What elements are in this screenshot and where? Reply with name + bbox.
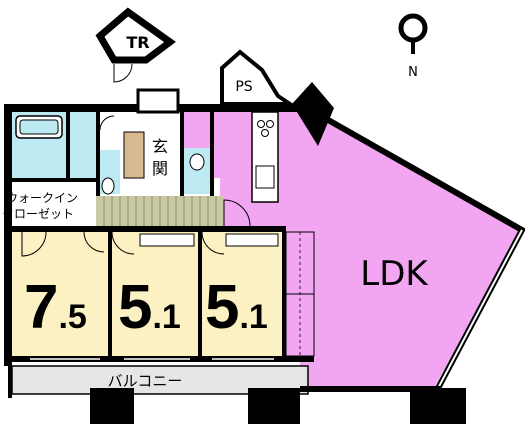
bedroom-1-door	[21, 231, 47, 257]
trunk-room: TR	[95, 7, 176, 83]
walkin-closet-floor	[12, 182, 96, 226]
bedroom-3-door	[201, 231, 225, 255]
bedroom-1-closet-door	[83, 231, 105, 253]
toilet-icon-right	[189, 153, 205, 171]
wash-toilet-wall	[96, 112, 100, 196]
pipe-space-label: PS	[235, 79, 252, 95]
shoe-cabinet	[123, 131, 145, 179]
walkin-closet-label-1: ウォークイン	[6, 191, 78, 205]
bedroom-1-floor	[12, 232, 108, 356]
bedroom-1-size: 7.5	[24, 273, 87, 342]
washroom-floor	[70, 112, 96, 178]
toilet-kitchen-wall	[210, 112, 214, 196]
balcony-left-wall	[8, 362, 12, 398]
column-top	[292, 82, 334, 146]
stove-burner-1	[257, 120, 265, 128]
column-bottom-right	[410, 388, 466, 424]
bathtub-inner	[19, 119, 59, 135]
pipe-space-walls	[220, 49, 297, 106]
toilet-icon-left	[101, 177, 115, 195]
entrance-label-1: 玄	[152, 137, 168, 156]
bedroom-2-size: 5.1	[118, 273, 181, 342]
walkin-top-wall	[12, 178, 96, 182]
stove-burner-2	[266, 120, 274, 128]
ldk-bottom-wall	[300, 386, 440, 392]
entrance-label-2: 関	[152, 159, 168, 178]
trunk-room-label: TR	[126, 33, 149, 52]
walkin-closet-label-2: クローゼット	[2, 207, 74, 221]
bedroom-2-door	[111, 231, 135, 255]
bedroom-3-closet	[225, 233, 279, 247]
hallway-floor-lines	[103, 196, 217, 226]
kitchen-sink	[255, 165, 275, 189]
bedroom-top-wall	[12, 226, 282, 232]
bedroom-3-size: 5.1	[205, 273, 268, 342]
bath-wash-wall	[66, 112, 70, 178]
ldk-label: LDK	[360, 254, 429, 294]
hall-upper-left	[100, 112, 126, 150]
balcony-label: バルコニー	[108, 372, 183, 390]
left-outer-wall	[4, 104, 12, 366]
bedroom-1-2-wall	[108, 226, 112, 362]
column-bottom-left	[90, 388, 134, 424]
trunk-room-walls	[95, 7, 176, 64]
ldk-window	[435, 229, 523, 393]
bedroom-2-3-wall	[198, 226, 202, 362]
door-swing-wash	[99, 115, 115, 131]
bedroom-2-closet	[139, 233, 195, 247]
compass: N	[398, 13, 428, 80]
compass-ring	[398, 13, 428, 43]
bedroom-3-ldk-wall	[282, 226, 286, 362]
trunk-room-door	[113, 63, 133, 83]
hall-pink-small	[184, 112, 210, 148]
entrance-porch	[136, 88, 180, 114]
compass-north-label: N	[408, 65, 418, 80]
entrance-toilet-wall	[180, 112, 184, 196]
pipe-space: PS	[220, 49, 297, 106]
stove-burner-3	[261, 129, 269, 137]
column-bottom-middle	[248, 388, 300, 424]
ldk-door-swing	[223, 199, 251, 227]
